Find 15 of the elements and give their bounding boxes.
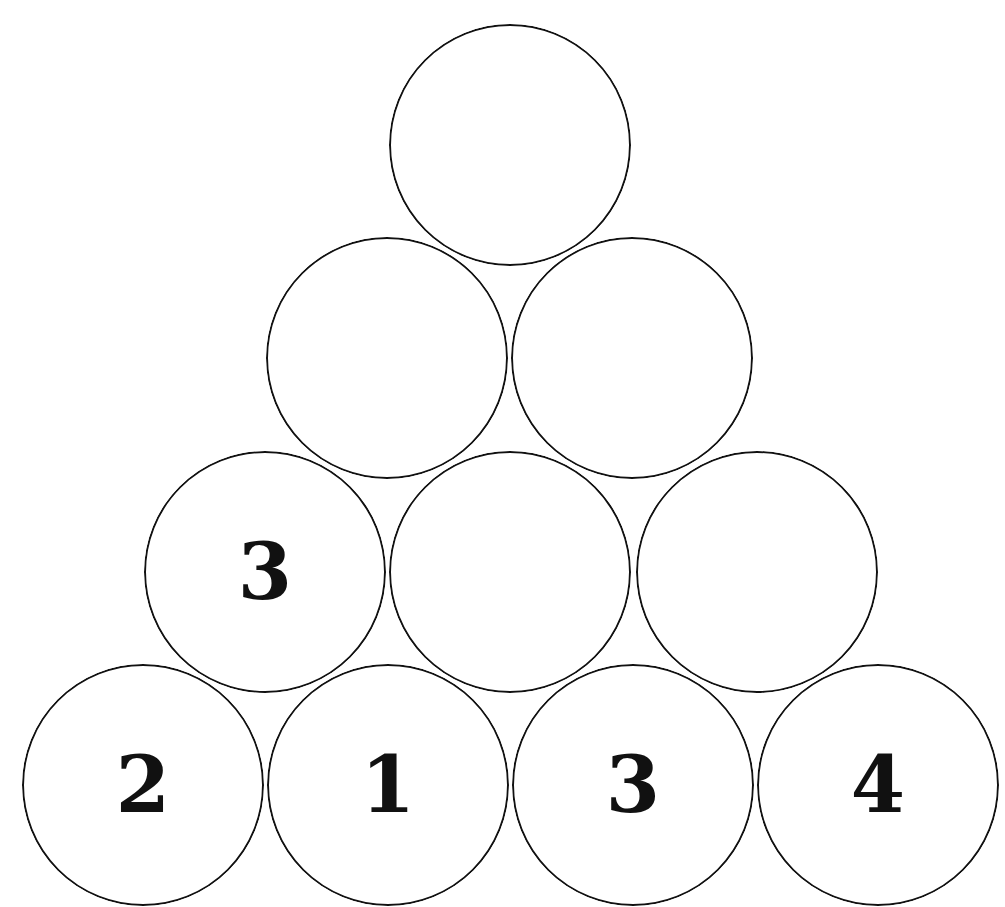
circle	[144, 451, 386, 693]
circle	[757, 664, 999, 906]
circle	[511, 237, 753, 479]
circle-number: 3	[237, 533, 293, 611]
circle-number: 3	[605, 746, 661, 824]
circle	[389, 24, 631, 266]
circle	[267, 664, 509, 906]
circle	[389, 451, 631, 693]
circle	[636, 451, 878, 693]
circle	[22, 664, 264, 906]
circle	[512, 664, 754, 906]
circle-number: 4	[850, 746, 906, 824]
circle-number: 2	[115, 746, 171, 824]
circle-number: 1	[360, 746, 416, 824]
circle	[266, 237, 508, 479]
